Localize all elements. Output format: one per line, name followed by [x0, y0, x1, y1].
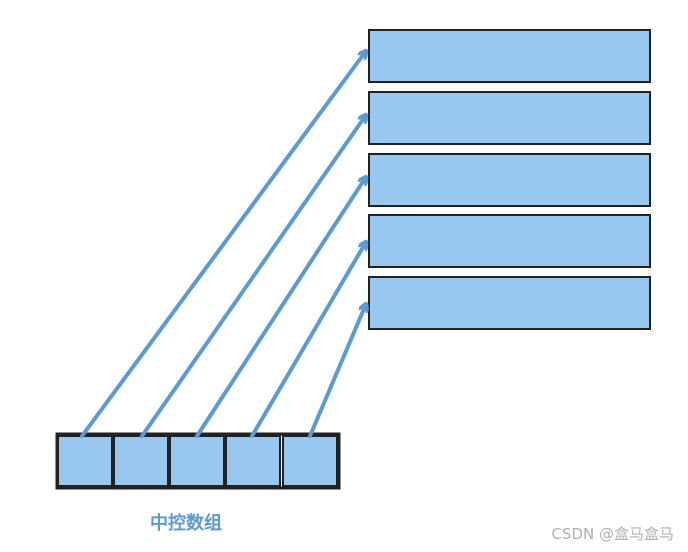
- map-slot-3: [169, 435, 225, 487]
- buffer-block-3: [368, 153, 651, 207]
- map-array-caption: 中控数组: [150, 513, 222, 534]
- map-slot-5: [282, 435, 338, 487]
- buffer-block-1: [368, 29, 651, 83]
- buffer-block-5: [368, 276, 651, 330]
- buffer-block-2: [368, 91, 651, 145]
- pointer-arrow-5: [308, 304, 366, 438]
- watermark: CSDN @盒马盒马: [551, 525, 674, 543]
- map-slot-1: [57, 435, 113, 487]
- map-slot-4: [225, 435, 281, 487]
- map-slot-2: [113, 435, 169, 487]
- pointer-arrow-1: [80, 51, 366, 438]
- buffer-block-4: [368, 214, 651, 268]
- pointer-arrow-2: [140, 115, 366, 438]
- pointer-arrow-4: [250, 242, 366, 438]
- pointer-arrow-3: [195, 177, 366, 438]
